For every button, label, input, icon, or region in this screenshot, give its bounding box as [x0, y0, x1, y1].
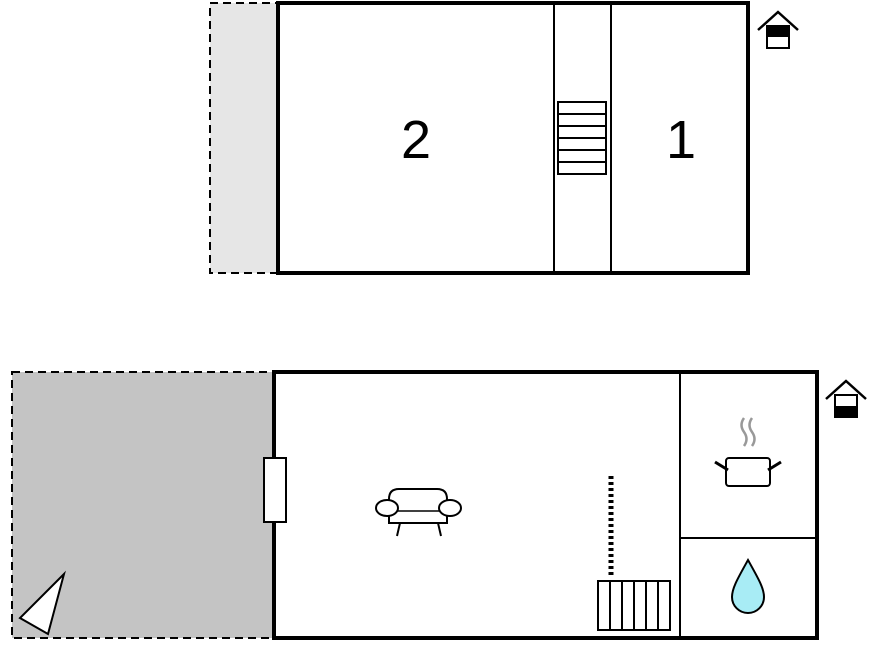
room-label-2: 2 — [401, 110, 431, 170]
upper-terrace — [209, 2, 279, 274]
upper-floor: 2 1 — [209, 1, 799, 275]
upper-outer-wall — [276, 1, 750, 275]
stairs-icon — [597, 580, 671, 631]
ground-floor — [11, 370, 867, 640]
door-icon — [263, 457, 287, 523]
room-label-1: 1 — [666, 110, 696, 170]
north-compass-icon — [18, 570, 66, 636]
floor-level-upper-icon — [757, 10, 799, 49]
stairs-icon — [557, 101, 607, 175]
floor-level-ground-icon — [825, 379, 867, 418]
kitchen-pot-icon — [714, 417, 782, 487]
water-drop-icon — [730, 557, 766, 614]
sofa-icon — [375, 488, 462, 537]
